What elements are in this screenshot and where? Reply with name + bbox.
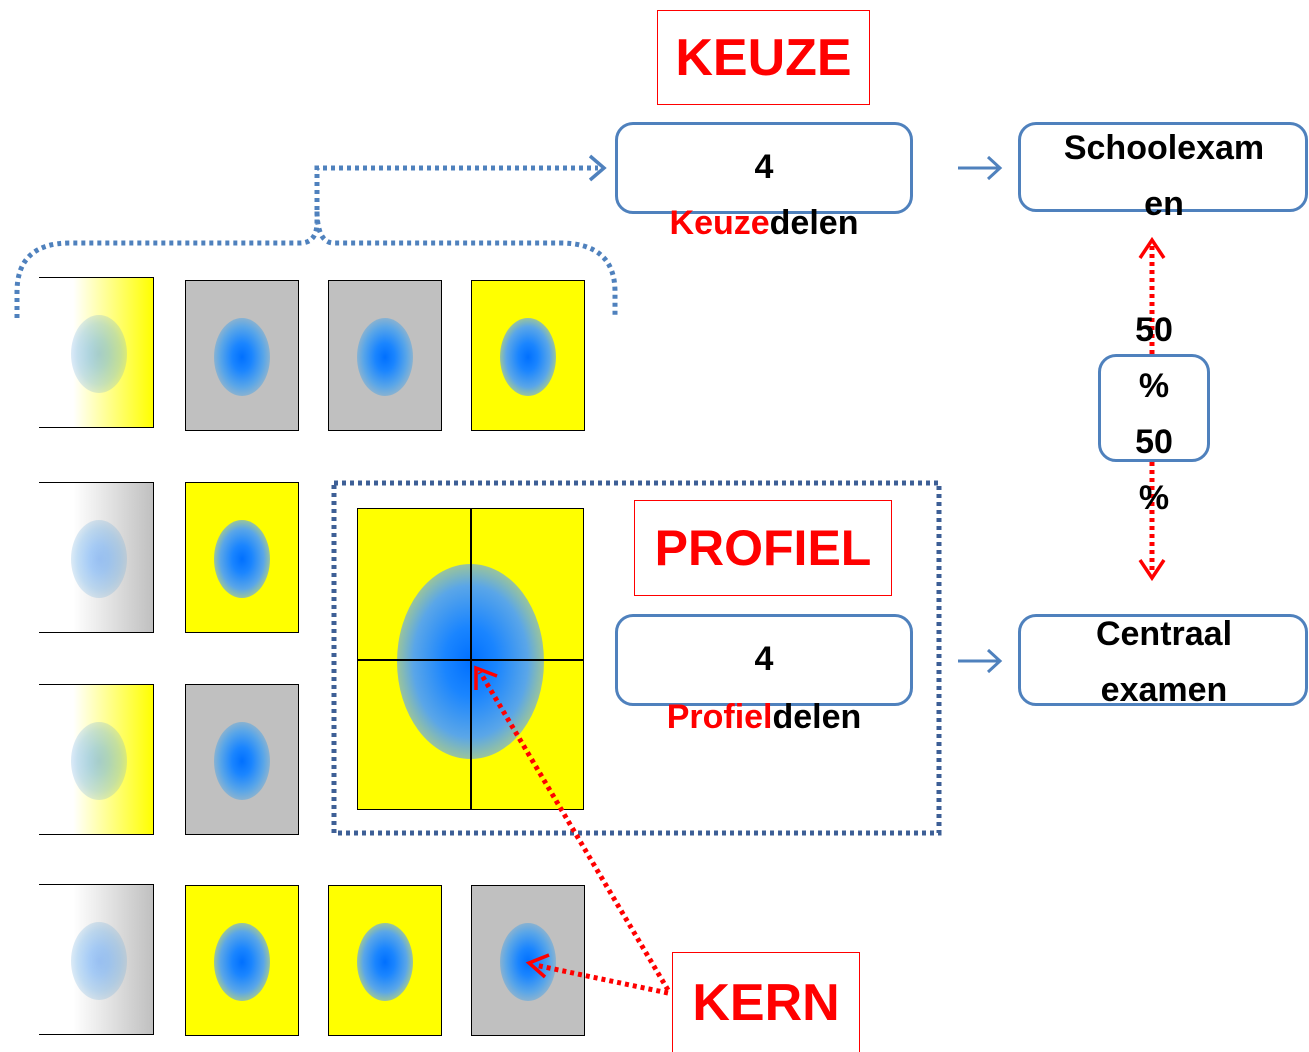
- kern-to-profile-arrow: [477, 670, 671, 992]
- keuze-caption-suffix: delen: [769, 204, 859, 242]
- kern-to-core-arrow: [534, 962, 669, 996]
- profiel-region: [331, 480, 942, 836]
- kern-label: KERN: [672, 952, 860, 1052]
- profile-card-large: [357, 508, 584, 810]
- brace-to-keuze-line: [314, 165, 598, 210]
- card-row1-col2: [185, 280, 299, 431]
- schoolexamen-box: [1018, 122, 1308, 212]
- weight-top: 50 %: [1135, 311, 1173, 405]
- keuze-box: [615, 122, 913, 214]
- keuze-label: KEUZE: [657, 10, 870, 105]
- core-blob: [71, 520, 127, 598]
- core-blob: [214, 520, 270, 598]
- core-blob: [214, 318, 270, 396]
- keuze-caption: Keuzedelen: [615, 204, 913, 243]
- profiel-label: PROFIEL: [634, 500, 892, 596]
- weight-box: [1098, 354, 1210, 462]
- core-blob: [71, 315, 127, 393]
- card-row4-col2: [185, 885, 299, 1036]
- profiel-box: [615, 614, 913, 706]
- keuze-caption-prefix: Keuze: [669, 204, 770, 242]
- core-blob: [357, 923, 413, 1001]
- profiel-caption-prefix: Profiel: [666, 698, 773, 736]
- card-row1-col3: [328, 280, 442, 431]
- card-row2-col1: [39, 482, 154, 633]
- profiel-count: 4: [754, 640, 774, 678]
- card-row4-col3: [328, 885, 442, 1036]
- brace-to-keuze-arrowhead: [588, 154, 607, 182]
- card-row3-col1: [39, 684, 154, 835]
- weight-bottom: 50 %: [1135, 423, 1173, 517]
- core-blob: [357, 318, 413, 396]
- card-row2-col2: [185, 482, 299, 633]
- profiel-caption-suffix: delen: [772, 698, 862, 736]
- card-row3-col2: [185, 684, 299, 835]
- centraal-examen-box: [1018, 614, 1308, 706]
- card-row4-col4: [471, 885, 585, 1036]
- core-blob: [71, 722, 127, 800]
- core-blob: [214, 722, 270, 800]
- core-blob: [214, 923, 270, 1001]
- card-row4-col1: [39, 884, 154, 1035]
- profile-card-divider-h: [358, 659, 583, 661]
- card-row1-col1: [39, 277, 154, 428]
- card-row1-col4: [471, 280, 585, 431]
- schoolexamen-label: Schoolexam en: [1063, 129, 1265, 223]
- core-blob: [71, 922, 127, 1000]
- keuze-count: 4: [754, 148, 774, 186]
- profiel-caption: Profieldelen: [615, 698, 913, 737]
- keuze-brace: [14, 209, 618, 318]
- core-blob: [500, 318, 556, 396]
- centraal-examen-label: Centraal examen: [1095, 615, 1233, 709]
